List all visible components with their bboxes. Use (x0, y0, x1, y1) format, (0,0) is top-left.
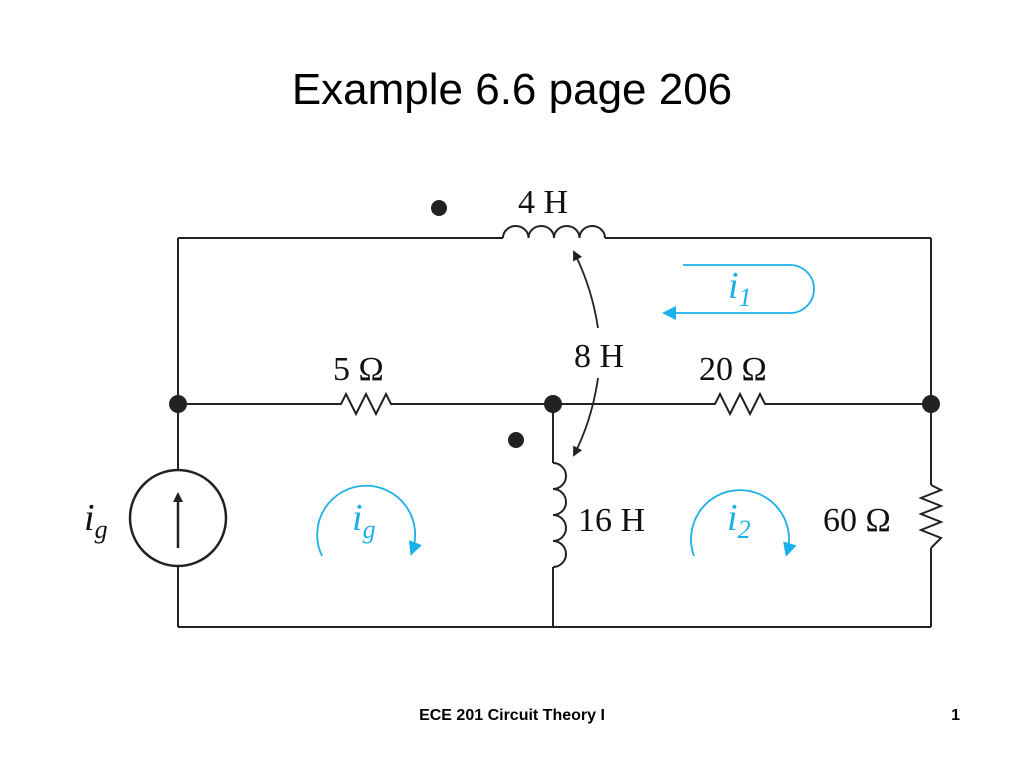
node-right (922, 395, 940, 413)
footer-course: ECE 201 Circuit Theory I (419, 707, 605, 724)
resistor-20-ohm (709, 391, 771, 417)
page-number: 1 (951, 707, 960, 724)
label-resistor-60: 60 Ω (823, 502, 891, 539)
mesh-arrow-i1 (662, 264, 815, 320)
label-mesh-ig: ig (352, 497, 376, 544)
inductor-16h (552, 462, 567, 568)
polarity-dot-icon-top (431, 200, 447, 216)
mesh-arrow-i2 (690, 489, 797, 557)
inductor-4h (502, 225, 606, 239)
mesh-arrow-ig (316, 484, 423, 557)
label-inductor-16h: 16 H (578, 502, 645, 539)
node-center (544, 395, 562, 413)
label-resistor-5: 5 Ω (333, 351, 384, 388)
mutual-arrow-lower (573, 377, 599, 457)
label-mesh-i1: i1 (728, 265, 752, 312)
label-mesh-i2: i2 (727, 497, 751, 544)
polarity-dot-icon-middle (508, 432, 524, 448)
mutual-arrow-upper (573, 250, 599, 329)
label-source-current: ig (84, 497, 108, 544)
current-source-icon (128, 468, 228, 568)
wires (177, 237, 932, 628)
label-mutual-8h: 8 H (574, 338, 624, 375)
node-left (169, 395, 187, 413)
resistor-60-ohm (918, 484, 944, 549)
page-title: Example 6.6 page 206 (291, 65, 733, 114)
label-inductor-4h: 4 H (518, 184, 568, 221)
label-resistor-20: 20 Ω (699, 351, 767, 388)
resistor-5-ohm (335, 391, 398, 417)
